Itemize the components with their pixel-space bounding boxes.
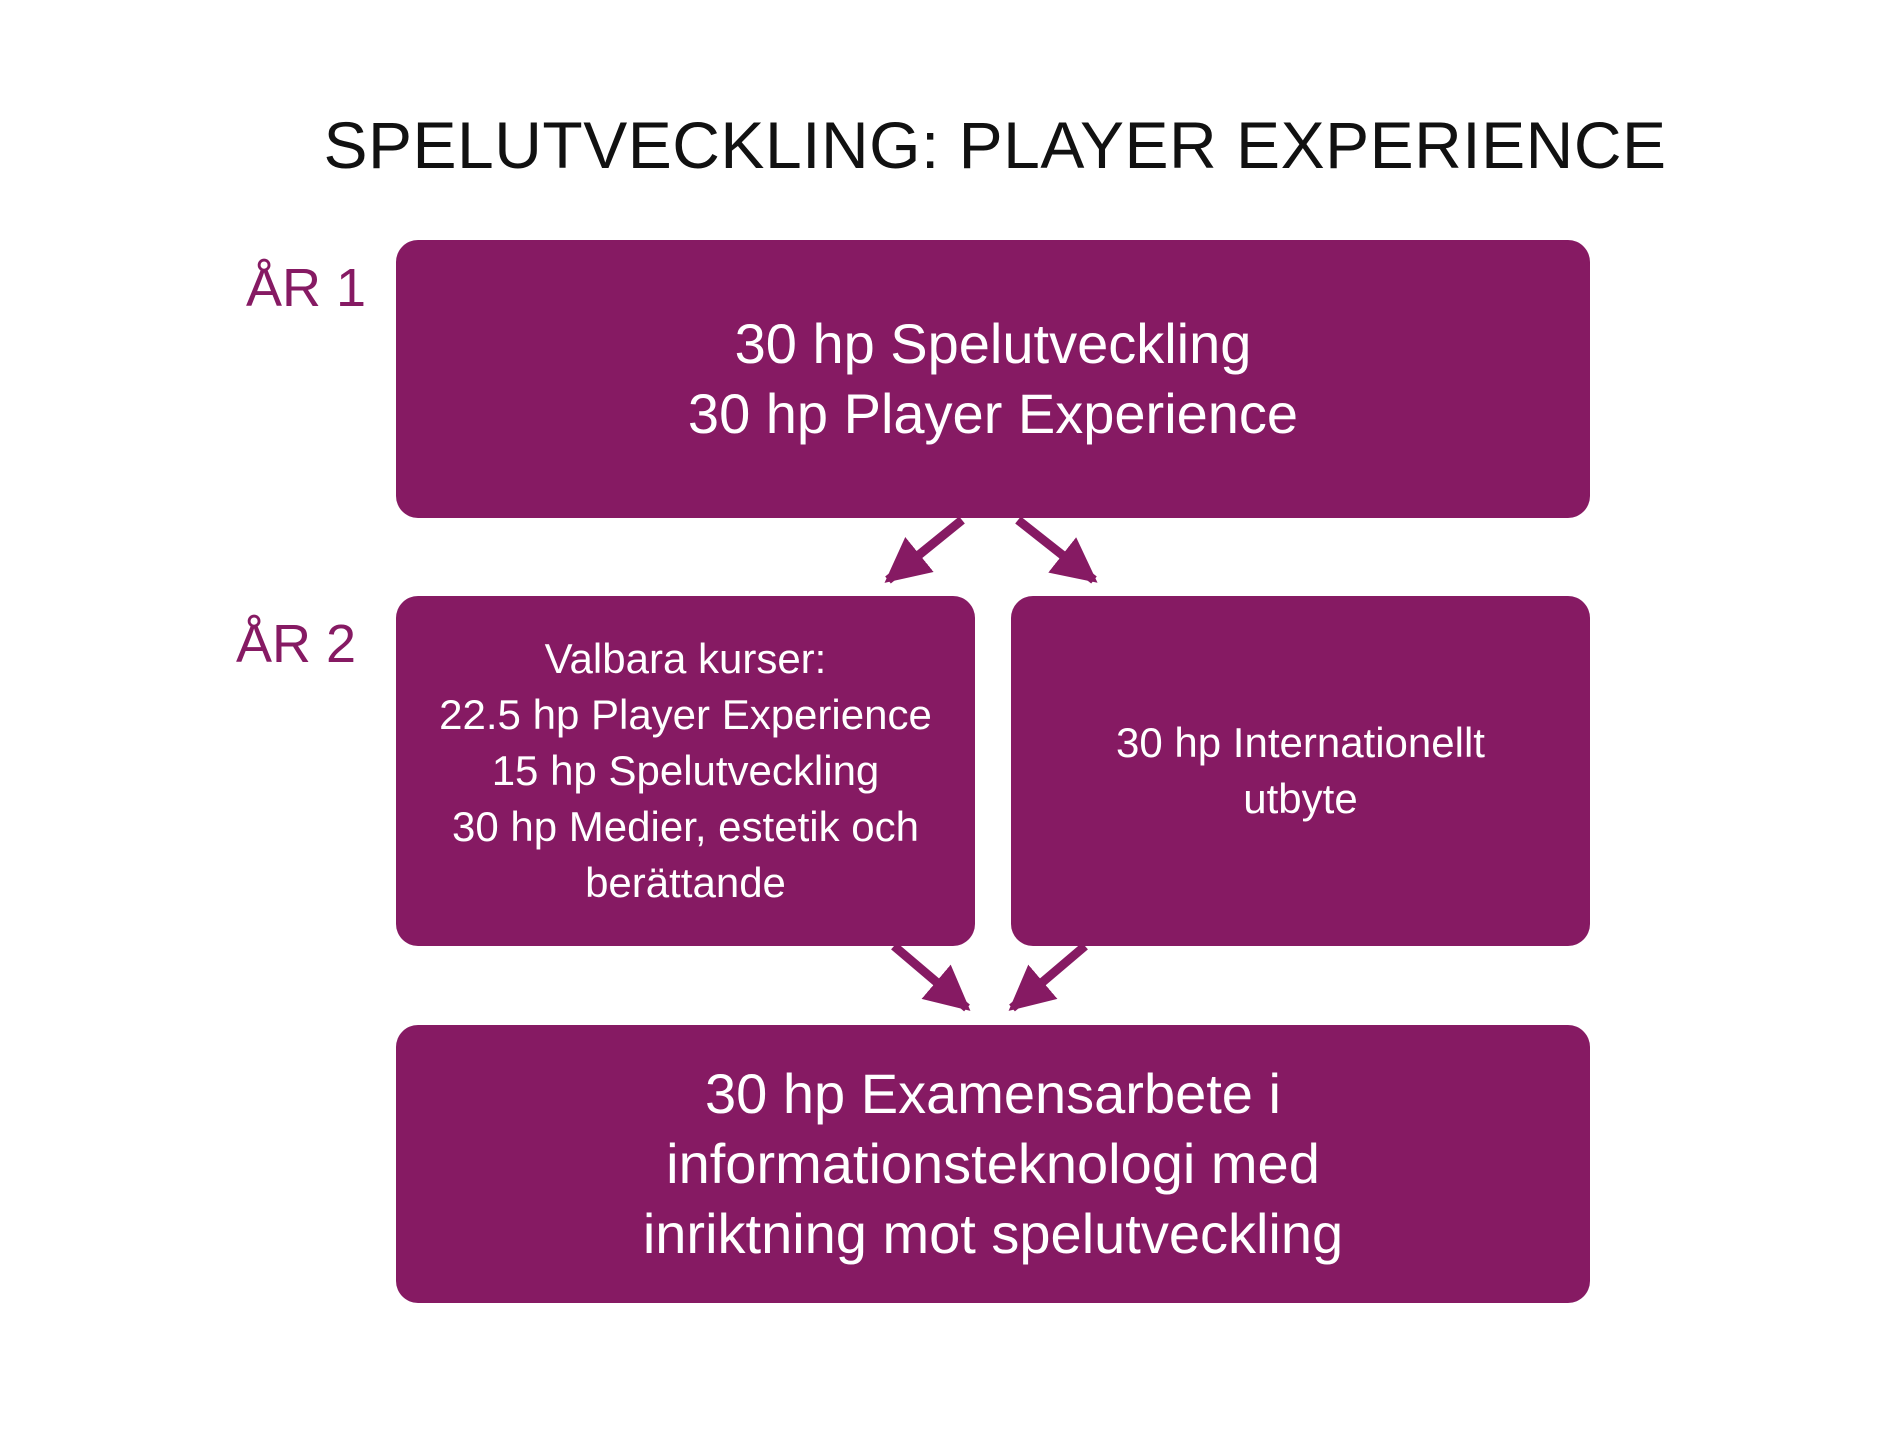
electives-line-5: berättande [585, 859, 786, 906]
page-title: SPELUTVECKLING: PLAYER EXPERIENCE [323, 108, 1667, 182]
electives-box: Valbara kurser: 22.5 hp Player Experienc… [396, 596, 975, 946]
exchange-line-2: utbyte [1243, 775, 1358, 822]
electives-line-3: 15 hp Spelutveckling [491, 747, 880, 794]
thesis-line-2: informationsteknologi med [666, 1132, 1320, 1195]
electives-line-4: 30 hp Medier, estetik och [452, 803, 919, 850]
year-1-label: ÅR 1 [246, 258, 367, 318]
exchange-line-1: 30 hp Internationellt [1116, 719, 1485, 766]
year-1-line-1: 30 hp Spelutveckling [734, 312, 1252, 375]
year-2-label: ÅR 2 [236, 614, 357, 674]
arrow-year1-to-exchange [1015, 516, 1098, 584]
year-1-box: 30 hp Spelutveckling 30 hp Player Experi… [396, 240, 1590, 518]
arrow-year1-to-electives [884, 516, 965, 584]
thesis-box: 30 hp Examensarbete i informationsteknol… [396, 1025, 1590, 1303]
thesis-line-3: inriktning mot spelutveckling [642, 1202, 1344, 1265]
electives-line-2: 22.5 hp Player Experience [439, 691, 932, 738]
exchange-box: 30 hp Internationellt utbyte [1011, 596, 1590, 946]
arrow-electives-to-thesis [891, 942, 971, 1012]
thesis-line-1: 30 hp Examensarbete i [705, 1062, 1281, 1125]
electives-line-1: Valbara kurser: [544, 635, 827, 682]
arrow-exchange-to-thesis [1008, 942, 1088, 1012]
year-1-line-2: 30 hp Player Experience [687, 382, 1299, 445]
